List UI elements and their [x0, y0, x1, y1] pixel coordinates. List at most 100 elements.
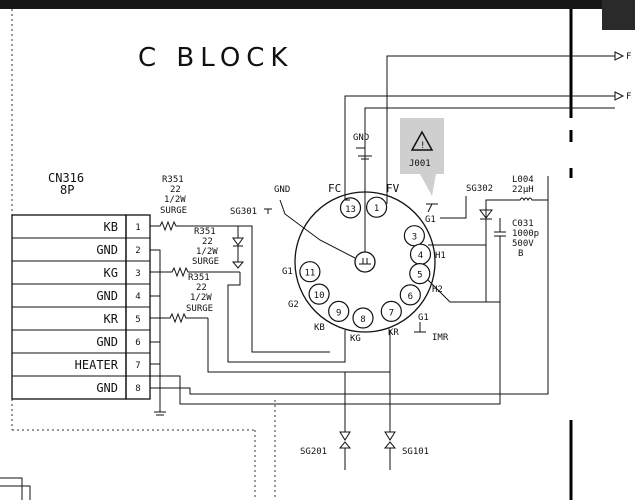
sg301-label: SG301	[230, 207, 257, 217]
r3-type: SURGE	[186, 304, 213, 314]
spark-gap-icon	[359, 258, 371, 265]
c031-type: B	[518, 249, 523, 259]
sg101-diode-icon	[383, 372, 397, 470]
socket-pin-number: 9	[336, 308, 341, 318]
socket-pin-7	[380, 300, 402, 322]
r2-value: 22	[202, 237, 213, 247]
connector-row-pin: 6	[135, 338, 140, 348]
l004-ref: L004	[512, 175, 534, 185]
r2-ref: R351	[194, 227, 216, 237]
connector-row-pin: 3	[135, 269, 140, 279]
r351-kb-symbol	[150, 220, 238, 232]
wire-gnd-bus	[150, 363, 166, 416]
warning-triangle-icon	[410, 130, 434, 151]
r3-ref: R351	[188, 273, 210, 283]
wire-gnd-left	[279, 199, 356, 259]
label-g1-bottom: G1	[418, 313, 429, 323]
c031-voltage: 500V	[512, 239, 534, 249]
sg101-label: SG101	[402, 447, 429, 457]
socket-pin-number: 10	[314, 291, 325, 301]
connector-row-label: HEATER	[75, 358, 119, 372]
socket-pin-13	[339, 197, 362, 219]
label-kb: KB	[314, 323, 325, 333]
label-fv: FV	[386, 182, 400, 195]
connector-row-pin: 4	[135, 292, 140, 302]
label-fc: FC	[328, 182, 341, 195]
connector-row-label: GND	[96, 335, 118, 349]
label-g2: G2	[288, 300, 299, 310]
wire-gnd-pins	[150, 249, 161, 364]
wire-kb	[238, 225, 330, 353]
adjacent-block-corner	[0, 477, 31, 500]
connector-row-label: KB	[104, 220, 118, 234]
socket-center-gap	[354, 251, 376, 273]
socket-pin-11	[299, 261, 321, 283]
wire-heater	[150, 302, 501, 405]
label-g1-top: G1	[425, 215, 436, 225]
gnd-left-label: GND	[274, 185, 290, 195]
wire-kg	[227, 272, 346, 363]
g1-gnd-icon	[426, 203, 438, 213]
wire-gnd-return	[150, 176, 549, 395]
connector-row-pin: 2	[135, 246, 140, 256]
socket-pin-9	[328, 300, 350, 322]
warning-badge	[400, 118, 444, 174]
wire-g1-top	[440, 196, 467, 219]
r2-rating: 1/2W	[196, 247, 218, 257]
socket-pin-number: 3	[412, 233, 417, 243]
sg201-diode-icon	[338, 372, 352, 470]
socket-pin-10	[308, 283, 330, 305]
connector-ref: CN316	[48, 171, 84, 185]
wire-fv-to-f1	[386, 55, 615, 204]
sg301-gnd-icon	[264, 208, 272, 214]
scan-corner-shadow	[602, 0, 635, 30]
scan-top-edge	[0, 0, 635, 9]
connector-row-label: GND	[96, 381, 118, 395]
connector-row-pin: 8	[135, 384, 140, 394]
label-g1-left: G1	[282, 267, 293, 277]
socket-pin-8	[352, 307, 374, 329]
connector-row-pin: 1	[135, 223, 140, 233]
r1-value: 22	[170, 185, 181, 195]
connector-row-pin: 7	[135, 361, 140, 371]
socket-pin-number: 13	[345, 205, 356, 215]
r3-value: 22	[196, 283, 207, 293]
c031-symbol	[494, 218, 506, 302]
socket-pin-number: 6	[408, 292, 413, 302]
socket-pin-number: 11	[304, 269, 315, 279]
wire-h1	[428, 199, 512, 246]
connector-row-label: GND	[96, 289, 118, 303]
r1-ref: R351	[162, 175, 184, 185]
warning-pointer	[420, 174, 436, 196]
l004-coil-icon	[512, 197, 548, 202]
warning-exclaim-icon: !	[420, 141, 425, 151]
f2-label: F	[626, 92, 631, 102]
label-kr: KR	[388, 328, 399, 338]
l004-value: 22µH	[512, 185, 534, 195]
socket-pin-1	[366, 196, 388, 218]
sg302-label: SG302	[466, 184, 493, 194]
r1-type: SURGE	[160, 206, 187, 216]
f2-arrow-icon	[614, 91, 625, 101]
r351-kg-symbol	[150, 266, 240, 278]
connector-row-label: KG	[104, 266, 118, 280]
block-title: C BLOCK	[138, 43, 293, 73]
label-kg: KG	[350, 334, 361, 344]
sg201-label: SG201	[300, 447, 327, 457]
wire-fc	[344, 95, 615, 201]
wire-kr	[207, 318, 391, 373]
connector-row-pin: 5	[135, 315, 140, 325]
connector-row-label: GND	[96, 243, 118, 257]
wire-h2	[427, 279, 500, 303]
g1-bottom-gnd-icon	[414, 322, 426, 333]
f1-arrow-icon	[614, 51, 625, 61]
socket-pin-number: 1	[374, 204, 379, 214]
f1-label: F	[626, 52, 631, 62]
wire-fc-to-f2	[364, 107, 615, 252]
c031-value: 1000p	[512, 229, 539, 239]
connector-type: 8P	[60, 183, 74, 197]
label-h1: H1	[435, 251, 446, 261]
socket-pin-6	[399, 284, 421, 306]
